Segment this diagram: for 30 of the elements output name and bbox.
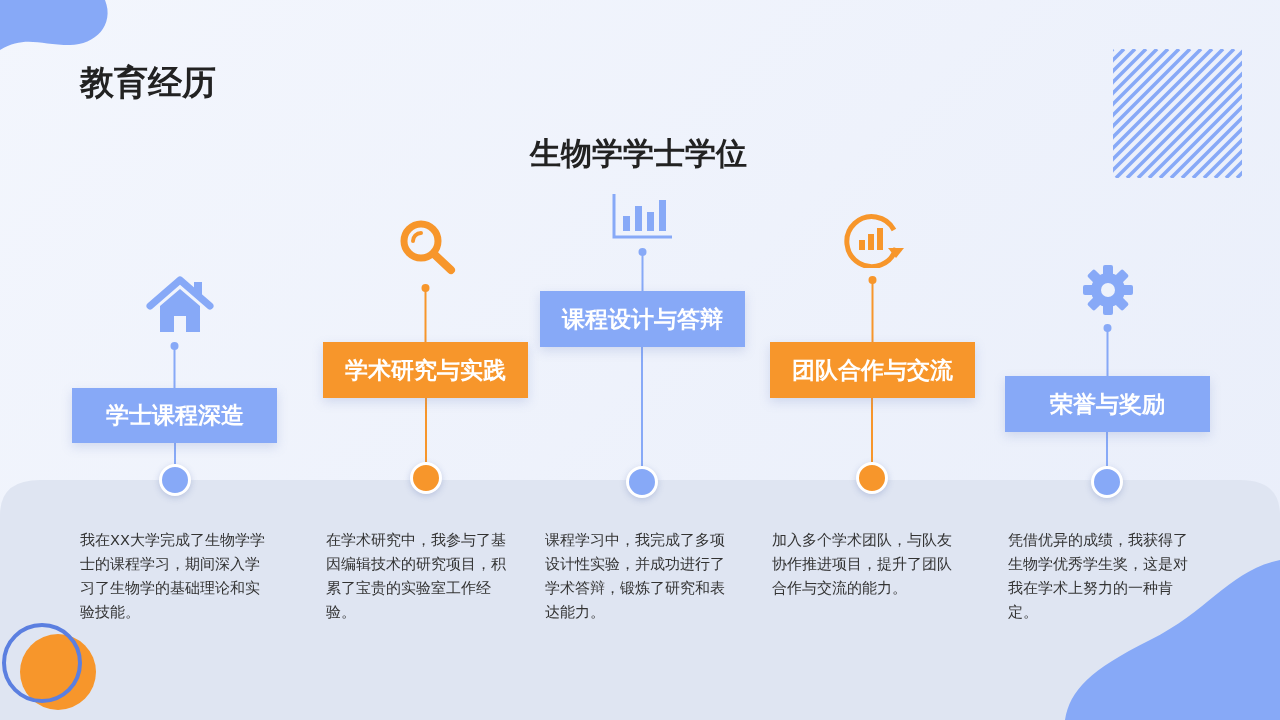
gear-icon <box>1082 264 1134 316</box>
description-text: 课程学习中，我完成了多项设计性实验，并成功进行了学术答辩，锻炼了研究和表达能力。 <box>545 531 726 622</box>
connector-line <box>170 342 179 389</box>
timeline-dot <box>410 462 442 494</box>
connector-line <box>868 276 877 343</box>
connector-line <box>638 248 647 292</box>
connector-line <box>1106 431 1108 467</box>
description-text: 凭借优异的成绩，我获得了生物学优秀学生奖，这是对我在学术上努力的一种肯定。 <box>1008 531 1189 622</box>
description-text: 我在XX大学完成了生物学学士的课程学习，期间深入学习了生物学的基础理论和实验技能。 <box>80 531 266 622</box>
timeline-dot <box>626 466 658 498</box>
label-box: 课程设计与答辩 <box>540 291 745 347</box>
connector-line <box>641 346 643 467</box>
label-box: 荣誉与奖励 <box>1005 376 1210 432</box>
connector-line <box>425 397 427 463</box>
description-text: 加入多个学术团队，与队友协作推进项目，提升了团队合作与交流的能力。 <box>772 531 953 598</box>
timeline-dot <box>1091 466 1123 498</box>
connector-line <box>421 284 430 343</box>
connector-line <box>1103 324 1112 377</box>
section-heading: 生物学学士学位 <box>530 134 747 173</box>
page-title: 教育经历 <box>80 61 216 104</box>
label-box: 团队合作与交流 <box>770 342 975 398</box>
timeline-dot <box>159 464 191 496</box>
house-icon <box>146 276 214 334</box>
timeline-dot <box>856 462 888 494</box>
description-text: 在学术研究中，我参与了基因编辑技术的研究项目，积累了宝贵的实验室工作经验。 <box>326 531 507 622</box>
bar-chart-icon <box>611 192 674 240</box>
label-box: 学士课程深造 <box>72 388 277 443</box>
connector-line <box>174 442 176 465</box>
label-box: 学术研究与实践 <box>323 342 528 398</box>
connector-line <box>871 397 873 463</box>
